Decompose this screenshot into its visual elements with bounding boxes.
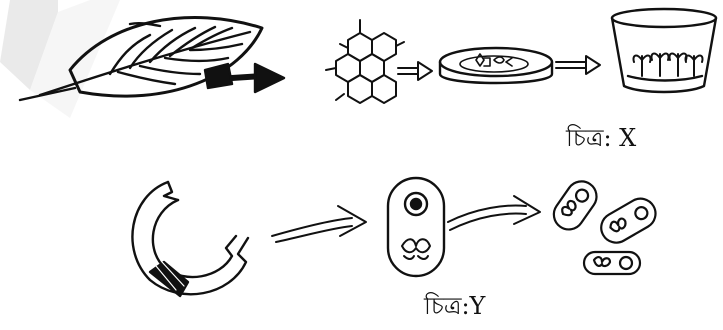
figure-x-caption: চিত্র: X bbox=[566, 120, 636, 160]
arrow-icon bbox=[556, 56, 600, 74]
arrow-icon bbox=[398, 62, 432, 80]
plasmid-ring-icon bbox=[132, 182, 248, 296]
arrow-icon bbox=[272, 206, 366, 242]
bacterium-icon bbox=[388, 178, 444, 276]
petri-dish-icon bbox=[440, 48, 552, 83]
watermark-logo bbox=[0, 0, 120, 118]
figure-y-caption: চিত্র:Y bbox=[424, 288, 485, 328]
recombinant-bacteria-icon bbox=[548, 176, 661, 274]
arrow-icon bbox=[448, 196, 540, 230]
plant-pot-icon bbox=[612, 9, 716, 92]
figure-x bbox=[20, 9, 716, 103]
figure-y bbox=[132, 176, 661, 296]
callus-cells-icon bbox=[326, 20, 404, 103]
